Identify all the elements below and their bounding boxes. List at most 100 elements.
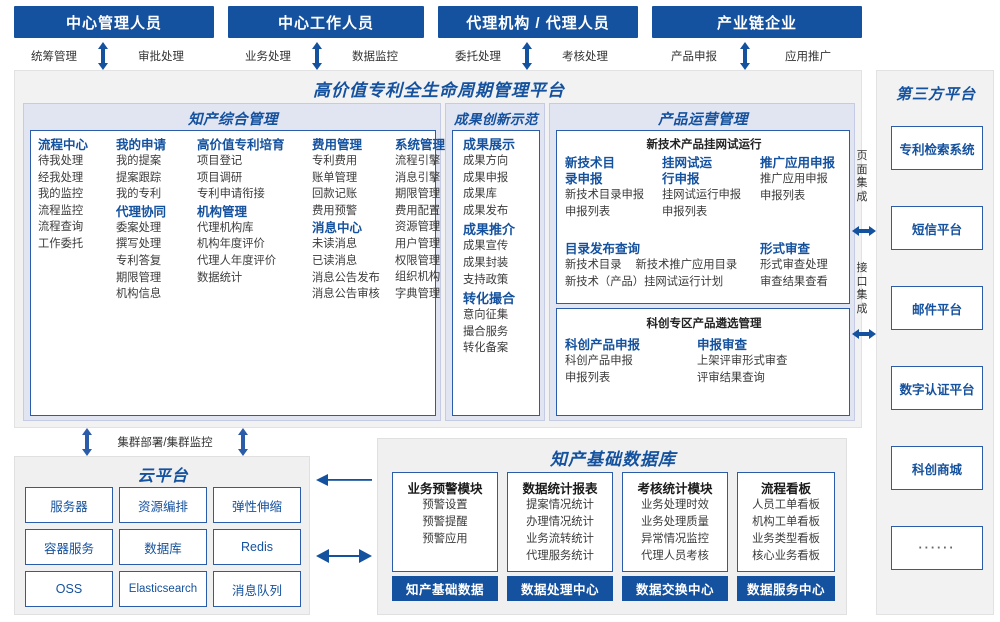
menu-item[interactable]: 转化备案 bbox=[463, 342, 509, 355]
menu-item[interactable]: 我的监控 bbox=[38, 188, 84, 201]
menu-item[interactable]: 新技术（产品）挂网试运行计划 bbox=[565, 275, 724, 288]
cloud-cell-6[interactable]: OSS bbox=[25, 571, 113, 607]
menu-item[interactable]: 申报列表 bbox=[760, 189, 806, 202]
role-box-0[interactable]: 中心管理人员 bbox=[14, 6, 214, 38]
menu-item[interactable]: 用户管理 bbox=[395, 237, 441, 250]
menu-item[interactable]: 期限管理 bbox=[116, 271, 162, 284]
menu-item[interactable]: 代理人年度评价 bbox=[197, 254, 277, 267]
menu-item[interactable]: 项目登记 bbox=[197, 155, 243, 167]
menu-item[interactable]: 我的提案 bbox=[116, 155, 162, 167]
db-item[interactable]: 核心业务看板 bbox=[752, 550, 820, 562]
menu-item[interactable]: 推广应用申报 bbox=[760, 173, 828, 185]
role-box-1[interactable]: 中心工作人员 bbox=[228, 6, 424, 38]
db-item[interactable]: 人员工单看板 bbox=[752, 499, 820, 511]
cloud-cell-5[interactable]: Redis bbox=[213, 529, 301, 565]
menu-item[interactable]: 工作委托 bbox=[38, 237, 84, 250]
menu-item[interactable]: 申报列表 bbox=[662, 205, 708, 218]
db-footer-1[interactable]: 数据处理中心 bbox=[507, 576, 613, 601]
third-party-item-3[interactable]: 数字认证平台 bbox=[891, 366, 983, 410]
menu-item[interactable]: 资源管理 bbox=[395, 221, 441, 234]
menu-item[interactable]: 消息公告发布 bbox=[312, 271, 380, 284]
menu-item[interactable]: 流程引擎 bbox=[395, 155, 441, 167]
menu-item[interactable]: 数据统计 bbox=[197, 271, 243, 284]
db-item[interactable]: 预警应用 bbox=[422, 533, 468, 545]
menu-item[interactable]: 科创产品申报 bbox=[565, 355, 633, 367]
menu-item[interactable]: 成果申报 bbox=[463, 171, 509, 184]
menu-item[interactable]: 账单管理 bbox=[312, 171, 358, 184]
db-item[interactable]: 预警设置 bbox=[422, 499, 468, 511]
db-item[interactable]: 业务流转统计 bbox=[526, 533, 594, 545]
role-box-2[interactable]: 代理机构 / 代理人员 bbox=[438, 6, 638, 38]
menu-item[interactable]: 字典管理 bbox=[395, 287, 441, 300]
db-item[interactable]: 代理服务统计 bbox=[526, 550, 594, 562]
menu-item[interactable]: 已读消息 bbox=[312, 254, 358, 267]
menu-item[interactable]: 申报列表 bbox=[565, 205, 611, 218]
menu-item[interactable]: 评审结果查询 bbox=[697, 371, 765, 384]
menu-item[interactable]: 待我处理 bbox=[38, 155, 84, 167]
menu-item[interactable]: 专利费用 bbox=[312, 155, 358, 167]
menu-item[interactable]: 撮合服务 bbox=[463, 325, 509, 338]
db-footer-2[interactable]: 数据交换中心 bbox=[622, 576, 728, 601]
menu-item[interactable]: 经我处理 bbox=[38, 171, 84, 184]
menu-item[interactable]: 申报列表 bbox=[565, 371, 611, 384]
menu-item[interactable]: 代理机构库 bbox=[197, 221, 254, 234]
menu-item[interactable]: 意向征集 bbox=[463, 309, 509, 322]
db-item[interactable]: 办理情况统计 bbox=[526, 516, 594, 528]
menu-item[interactable]: 新技术目录申报 bbox=[565, 189, 645, 201]
menu-item[interactable]: 机构信息 bbox=[116, 288, 162, 301]
cloud-cell-1[interactable]: 资源编排 bbox=[119, 487, 207, 523]
db-item[interactable]: 预警提醒 bbox=[422, 516, 468, 528]
menu-item[interactable]: 期限管理 bbox=[395, 188, 441, 201]
menu-item[interactable]: 成果宣传 bbox=[463, 240, 509, 253]
db-footer-0[interactable]: 知产基础数据 bbox=[392, 576, 498, 601]
cloud-cell-7[interactable]: Elasticsearch bbox=[119, 571, 207, 607]
menu-item[interactable]: 新技术推广应用目录 bbox=[635, 259, 738, 271]
menu-item[interactable]: 成果库 bbox=[463, 188, 497, 201]
db-footer-3[interactable]: 数据服务中心 bbox=[737, 576, 835, 601]
menu-item[interactable]: 费用配置 bbox=[395, 204, 441, 217]
menu-item[interactable]: 挂网试运行申报 bbox=[662, 189, 742, 201]
cloud-cell-2[interactable]: 弹性伸缩 bbox=[213, 487, 301, 523]
db-item[interactable]: 业务类型看板 bbox=[752, 533, 820, 545]
menu-item[interactable]: 支持政策 bbox=[463, 273, 509, 286]
menu-item[interactable]: 项目调研 bbox=[197, 171, 243, 184]
cloud-cell-4[interactable]: 数据库 bbox=[119, 529, 207, 565]
db-item[interactable]: 提案情况统计 bbox=[526, 499, 594, 511]
menu-item[interactable]: 提案跟踪 bbox=[116, 171, 162, 184]
db-item[interactable]: 异常情况监控 bbox=[641, 533, 709, 545]
db-item[interactable]: 代理人员考核 bbox=[641, 550, 709, 562]
menu-item[interactable]: 回款记账 bbox=[312, 188, 358, 201]
menu-item[interactable]: 上架评审形式审查 bbox=[697, 355, 788, 367]
menu-item[interactable]: 机构年度评价 bbox=[197, 238, 265, 251]
menu-item[interactable]: 专利申请衔接 bbox=[197, 188, 265, 201]
third-party-item-5[interactable]: ······ bbox=[891, 526, 983, 570]
menu-item[interactable]: 流程查询 bbox=[38, 221, 84, 234]
third-party-item-2[interactable]: 邮件平台 bbox=[891, 286, 983, 330]
third-party-item-0[interactable]: 专利检索系统 bbox=[891, 126, 983, 170]
menu-item[interactable]: 组织机构 bbox=[395, 271, 441, 284]
db-item[interactable]: 业务处理时效 bbox=[641, 499, 709, 511]
menu-item[interactable]: 形式审查处理 bbox=[760, 259, 828, 271]
menu-item[interactable]: 成果发布 bbox=[463, 204, 509, 217]
menu-item[interactable]: 消息公告审核 bbox=[312, 288, 380, 301]
menu-item[interactable]: 专利答复 bbox=[116, 254, 162, 267]
cloud-cell-0[interactable]: 服务器 bbox=[25, 487, 113, 523]
menu-item[interactable]: 流程监控 bbox=[38, 204, 84, 217]
cloud-cell-3[interactable]: 容器服务 bbox=[25, 529, 113, 565]
db-item[interactable]: 机构工单看板 bbox=[752, 516, 820, 528]
menu-item[interactable]: 成果方向 bbox=[463, 155, 509, 167]
menu-item[interactable]: 我的专利 bbox=[116, 188, 162, 201]
menu-item[interactable]: 权限管理 bbox=[395, 254, 441, 267]
third-party-item-4[interactable]: 科创商城 bbox=[891, 446, 983, 490]
menu-item[interactable]: 费用预警 bbox=[312, 204, 358, 217]
cloud-cell-8[interactable]: 消息队列 bbox=[213, 571, 301, 607]
db-item[interactable]: 业务处理质量 bbox=[641, 516, 709, 528]
menu-item[interactable]: 消息引擎 bbox=[395, 171, 441, 184]
menu-item[interactable]: 审查结果查看 bbox=[760, 275, 828, 288]
menu-item[interactable]: 新技术目录 bbox=[565, 259, 622, 271]
third-party-item-1[interactable]: 短信平台 bbox=[891, 206, 983, 250]
menu-item[interactable]: 未读消息 bbox=[312, 238, 358, 251]
menu-item[interactable]: 撰写处理 bbox=[116, 238, 162, 251]
menu-item[interactable]: 委案处理 bbox=[116, 221, 162, 234]
menu-item[interactable]: 成果封装 bbox=[463, 256, 509, 269]
